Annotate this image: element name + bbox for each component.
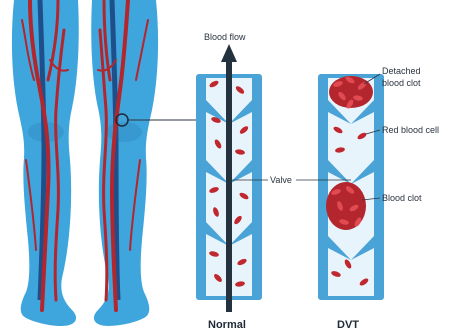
label-blood-clot: Blood clot [382,193,422,203]
normal-vein [196,44,262,312]
dvt-vein [318,74,384,300]
caption-dvt: DVT [337,319,359,331]
legs-illustration [12,0,158,326]
label-detached-clot-line2: blood clot [382,78,421,88]
label-detached-clot-line1: Detached [382,66,421,76]
caption-normal: Normal [208,319,246,331]
label-red-blood-cell: Red blood cell [382,125,439,135]
label-valve: Valve [270,175,292,185]
label-blood-flow: Blood flow [204,32,246,42]
blood-clot [326,182,366,230]
